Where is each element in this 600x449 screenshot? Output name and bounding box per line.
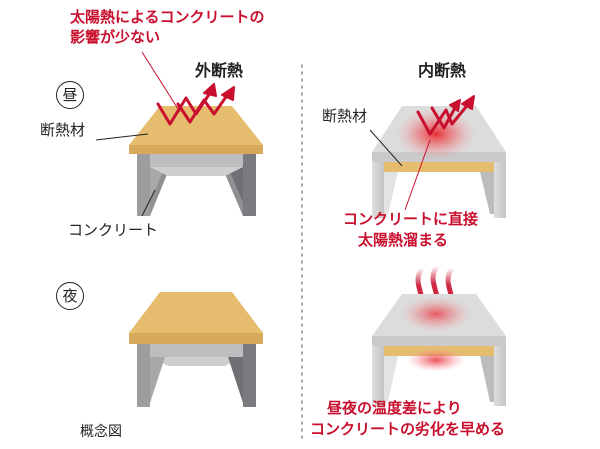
day-badge: 昼 [56,81,84,109]
reflected-heat-arrows [156,83,235,126]
caption: 概念図 [80,424,122,440]
insulation-layer-front [129,145,263,154]
left-warning-line2: 影響が少ない [70,28,161,46]
right-day-structure [369,95,506,218]
leader-inner-insulation [369,129,403,167]
absorbed-heat-arrows [416,95,475,136]
leader-warning [141,51,181,113]
right-note1-line1: コンクリートに直接 [343,210,479,228]
right-method-title: 内断熱 [418,61,467,80]
left-concrete-label: コンクリート [68,221,159,239]
inner-insulation-layer [384,162,494,172]
concrete-block [137,154,256,216]
night-badge: 夜 [56,282,84,310]
leader-insulation [95,133,149,141]
leader-concrete [141,189,156,217]
insulation-layer [129,106,263,145]
right-note2-line1: 昼夜の温度差により [327,399,462,417]
left-insulation-label: 断熱材 [40,121,86,139]
right-insulation-label: 断熱材 [322,107,368,125]
right-note1-line2: 太陽熱溜まる [358,231,449,249]
left-day-structure [95,51,263,217]
left-warning-line1: 太陽熱によるコンクリートの [70,8,265,26]
left-method-title: 外断熱 [195,61,244,80]
right-night-structure [372,263,506,406]
left-night-structure [129,292,263,407]
leader-note1 [404,139,431,211]
right-note2-line2: コンクリートの劣化を早める [310,420,506,438]
